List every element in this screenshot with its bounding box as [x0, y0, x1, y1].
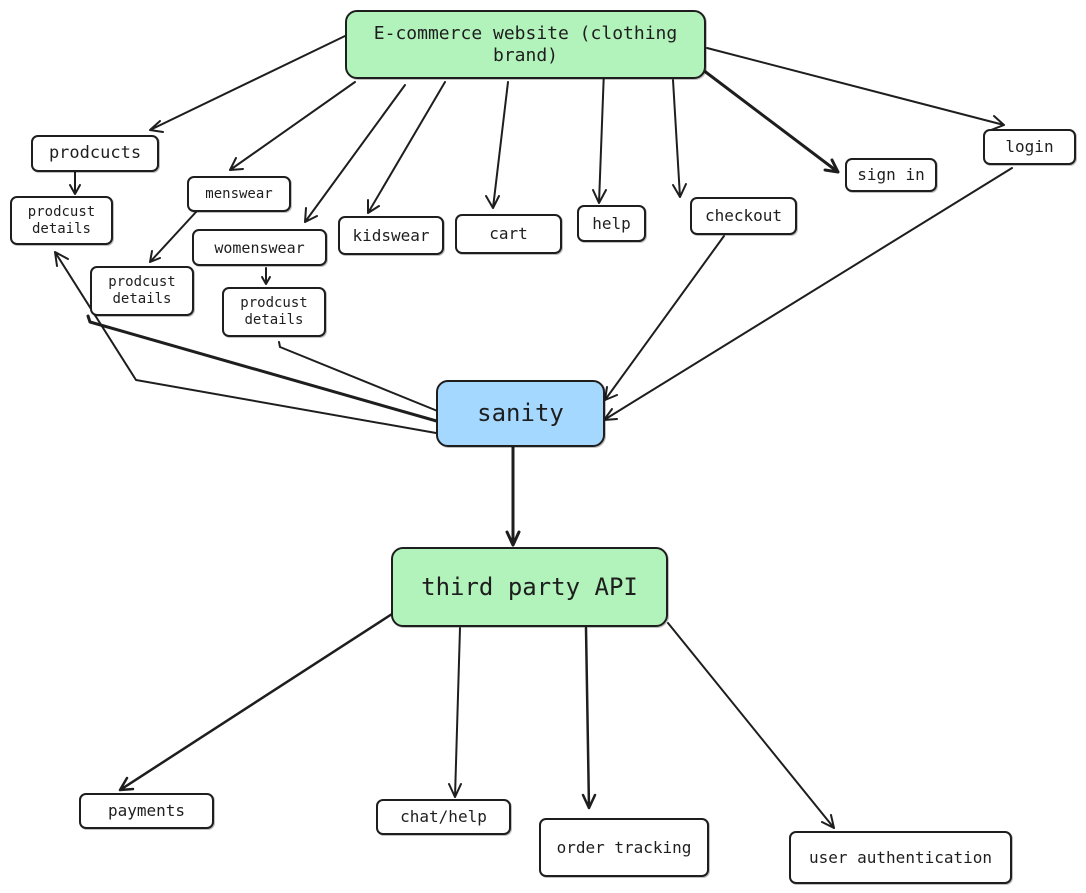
checkout-node: checkout: [690, 197, 797, 235]
chat-help-node: chat/help: [376, 799, 511, 835]
order-tracking-node: order tracking: [539, 818, 709, 877]
arrow-ecommerce-to-menswear: [229, 81, 356, 171]
arrow-ecommerce-to-womenswear: [304, 84, 406, 223]
cart-node: cart: [455, 214, 562, 254]
arrow-prodcucts-to-details: [69, 171, 81, 195]
arrow-sanity-to-details-3: [278, 341, 441, 413]
kidswear-node: kidswear: [338, 216, 444, 255]
arrow-sanity-to-third-party-api: [505, 445, 521, 547]
help-node: help: [577, 205, 646, 242]
login-node: login: [983, 129, 1076, 165]
arrow-ecommerce-to-kidswear: [367, 81, 446, 214]
arrow-api-to-order-tracking: [581, 626, 597, 810]
prodcust-details-node-3: prodcust details: [222, 287, 326, 337]
ecommerce-website-node: E-commerce website (clothing brand): [345, 10, 706, 79]
arrow-api-to-payments: [118, 612, 394, 792]
arrow-ecommerce-to-help: [592, 69, 607, 204]
user-authentication-node: user authentication: [789, 831, 1012, 884]
sign-in-node: sign in: [845, 158, 937, 192]
arrow-ecommerce-to-sign-in: [701, 68, 840, 174]
menswear-node: menswear: [187, 176, 291, 212]
arrow-ecommerce-to-prodcucts: [149, 35, 346, 133]
prodcust-details-node-2: prodcust details: [90, 266, 194, 316]
sanity-node: sanity: [436, 380, 605, 447]
arrow-api-to-user-authentication: [667, 622, 835, 829]
arrow-checkout-to-sanity: [604, 235, 725, 401]
payments-node: payments: [79, 793, 214, 829]
prodcust-details-node-1: prodcust details: [10, 196, 113, 245]
arrow-menswear-to-details: [149, 211, 197, 263]
arrow-login-to-sanity: [603, 167, 1013, 421]
arrow-ecommerce-to-login: [706, 47, 1005, 131]
arrow-ecommerce-to-cart: [485, 81, 509, 209]
arrow-ecommerce-to-checkout: [672, 79, 687, 198]
womenswear-node: womenswear: [192, 229, 327, 266]
prodcucts-node: prodcucts: [31, 135, 159, 172]
arrow-api-to-chat-help: [448, 627, 462, 798]
arrow-womenswear-to-details: [261, 267, 271, 285]
third-party-api-node: third party API: [391, 547, 668, 627]
